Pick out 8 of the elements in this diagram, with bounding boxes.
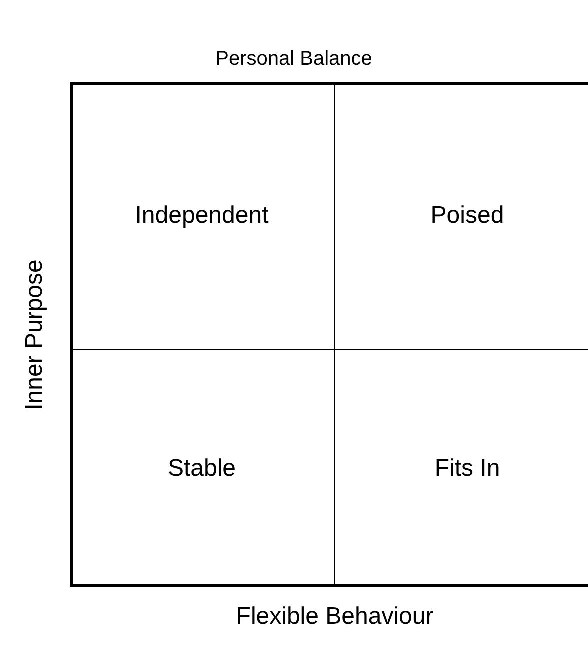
quadrant-label: Independent bbox=[135, 202, 269, 230]
axis-label: Flexible Behaviour bbox=[236, 603, 434, 631]
chart-title: Personal Balance bbox=[214, 48, 374, 71]
axis-label: Inner Purpose bbox=[21, 259, 49, 410]
quadrant-label: Poised bbox=[430, 202, 504, 230]
quadrant-label: Fits In bbox=[434, 454, 500, 482]
quadrant-cell bbox=[70, 82, 335, 350]
quadrant-label: Stable bbox=[168, 454, 236, 482]
